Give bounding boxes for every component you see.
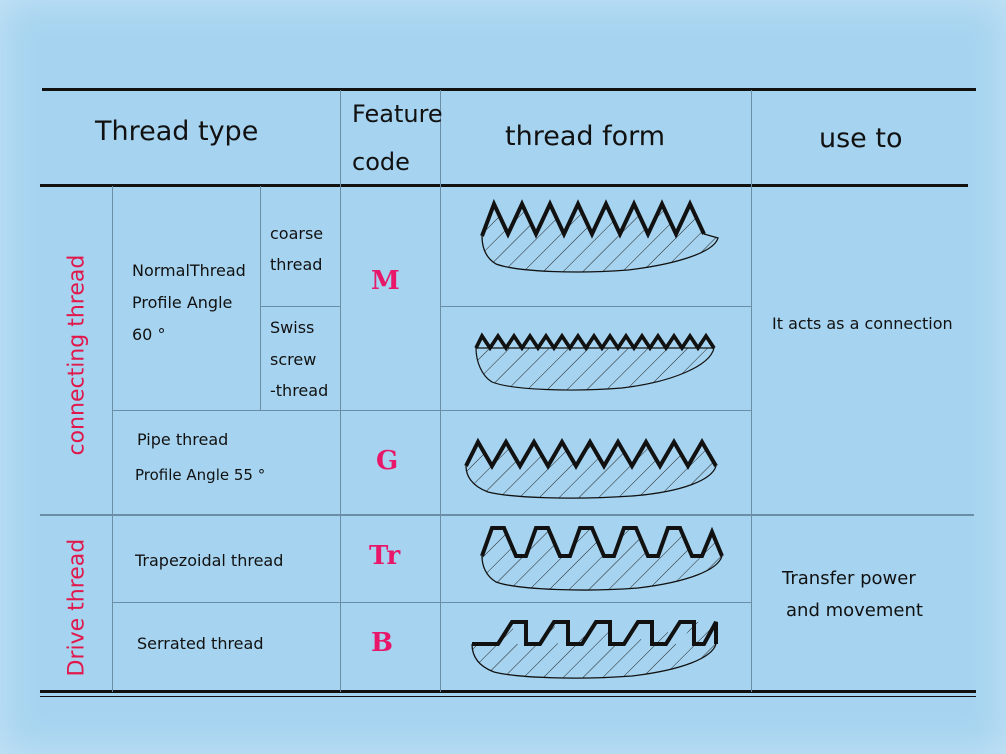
code-Tr: Tr [369, 541, 401, 571]
swiss-thread-line3: -thread [270, 381, 329, 400]
swiss-thread-line2: screw [270, 350, 317, 369]
normal-thread-angle-value: 60 ° [132, 325, 166, 344]
row-divider-coarse [260, 306, 340, 307]
normal-thread-name: NormalThread [132, 261, 246, 280]
triangular-thread-fine-icon [474, 332, 716, 391]
code-G: G [376, 446, 399, 476]
col-divider-group [112, 186, 113, 692]
header-rule [40, 184, 968, 187]
col-divider-form [440, 90, 441, 692]
use-transfer-line1: Transfer power [782, 568, 916, 589]
trapezoidal-thread-name: Trapezoidal thread [135, 551, 284, 570]
use-connection: It acts as a connection [772, 314, 953, 333]
header-feature-code-line1: Feature [352, 100, 443, 128]
bottom-rule [40, 690, 976, 693]
col-divider-use [751, 90, 752, 692]
use-transfer-line2: and movement [786, 600, 923, 621]
header-use-to: use to [819, 123, 903, 154]
triangular-thread-coarse-icon [480, 198, 719, 273]
coarse-thread-line1: coarse [270, 224, 324, 243]
coarse-thread-line2: thread [270, 255, 323, 274]
bottom-rule-2 [40, 696, 976, 697]
top-rule [42, 88, 976, 91]
row-divider-form-fine [440, 306, 751, 307]
serrated-thread-icon [471, 620, 718, 679]
row-divider-serrated [112, 602, 751, 603]
pipe-thread-name: Pipe thread [137, 430, 229, 449]
group-label-drive: Drive thread [64, 538, 90, 677]
code-M: M [371, 266, 400, 296]
header-thread-type: Thread type [95, 116, 259, 147]
pipe-thread-angle: Profile Angle 55 ° [135, 466, 266, 484]
header-feature-code-line2: code [352, 148, 410, 176]
group-rule [40, 514, 974, 516]
code-B: B [371, 628, 393, 658]
col-divider-sub [260, 186, 261, 410]
col-divider-code [340, 90, 341, 692]
group-label-connecting: connecting thread [64, 254, 90, 456]
normal-thread-angle-label: Profile Angle [132, 293, 233, 312]
serrated-thread-name: Serrated thread [137, 634, 264, 653]
trapezoidal-thread-icon [480, 526, 724, 591]
swiss-thread-line1: Swiss [270, 318, 315, 337]
triangular-thread-pipe-icon [464, 437, 718, 499]
header-thread-form: thread form [505, 121, 666, 152]
row-divider-pipe [112, 410, 751, 411]
